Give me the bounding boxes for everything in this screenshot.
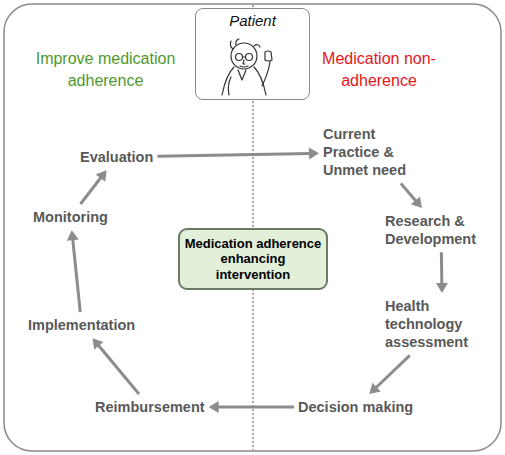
arrow-line <box>375 355 410 388</box>
stage-text: Evaluation <box>80 148 153 166</box>
stage-text: Decision making <box>298 398 413 416</box>
cycle-arrow <box>369 355 409 394</box>
arrow-line <box>98 344 139 394</box>
arrow-head <box>411 197 422 208</box>
node-text: Implementation <box>28 316 135 334</box>
stage-text: Health technology assessment <box>385 297 500 351</box>
stage-text: Reimbursement <box>95 398 205 416</box>
node-text: Patient <box>196 12 309 29</box>
node-text: Research & Development <box>385 212 497 248</box>
arrow-line <box>157 153 311 156</box>
arrow-head <box>92 338 103 350</box>
arrow-head <box>96 170 107 182</box>
stage-text: Monitoring <box>33 208 108 226</box>
arrow-head <box>209 401 219 413</box>
outer-border <box>4 4 501 451</box>
cycle-arrow <box>67 230 80 312</box>
arrow-line <box>440 252 444 285</box>
patient-box: Patient <box>195 8 310 100</box>
intervention-box: Medication adherence enhancing intervent… <box>178 228 328 290</box>
node-text: Evaluation <box>80 148 153 166</box>
cycle-arrow <box>157 147 319 159</box>
side-heading: Medication non-adherence <box>318 48 440 91</box>
arrow-head <box>309 147 319 159</box>
side-heading: Improve medication adherence <box>28 48 183 91</box>
cycle-arrow <box>436 252 448 293</box>
node-text: Health technology assessment <box>385 297 500 351</box>
node-text: Monitoring <box>33 208 108 226</box>
stage-text: Current Practice & Unmet need <box>323 125 425 179</box>
cycle-arrow <box>92 338 138 394</box>
cycle-arrow <box>401 183 422 208</box>
cycle-arrow <box>81 170 107 204</box>
arrow-line <box>81 176 102 204</box>
cycle-arrow <box>209 401 294 413</box>
stage-text: Research & Development <box>385 212 497 248</box>
node-text: Reimbursement <box>95 398 205 416</box>
arrow-head <box>67 230 79 241</box>
arrow-line <box>217 406 294 409</box>
arrow-head <box>369 383 380 394</box>
arrow-head <box>436 283 448 293</box>
node-text: Current Practice & Unmet need <box>323 125 425 179</box>
node-text: Medication adherence enhancing intervent… <box>183 236 323 283</box>
arrow-line <box>73 238 81 312</box>
arrow-line <box>401 183 417 202</box>
node-text: Decision making <box>298 398 413 416</box>
stage-text: Implementation <box>28 316 135 334</box>
